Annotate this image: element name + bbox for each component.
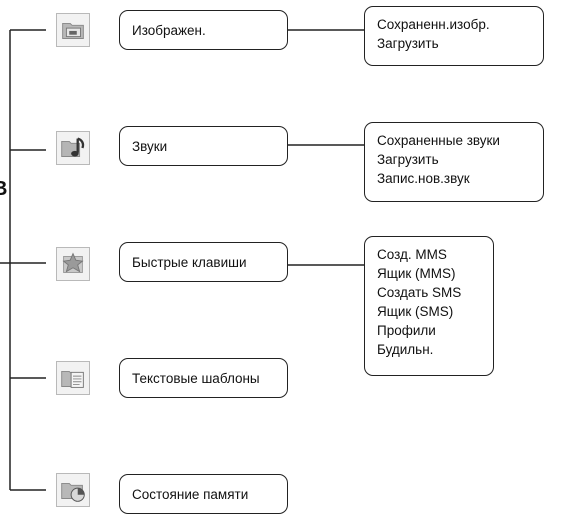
menu-item-text-templates[interactable]: Текстовые шаблоны — [119, 358, 288, 398]
submenu-item[interactable]: Будильн. — [377, 342, 434, 357]
menu-item-label: Звуки — [132, 138, 168, 154]
submenu-item[interactable]: Сохраненные звуки — [377, 133, 500, 148]
folder-image-icon[interactable] — [56, 13, 90, 47]
submenu-item[interactable]: Сохраненн.изобр. — [377, 17, 490, 32]
submenu-item[interactable]: Запис.нов.звук — [377, 171, 470, 186]
menu-item-label: Изображен. — [132, 22, 206, 38]
submenu-images: Сохраненн.изобр. Загрузить — [364, 6, 544, 66]
submenu-item[interactable]: Созд. MMS — [377, 247, 447, 262]
submenu-item[interactable]: Ящик (SMS) — [377, 304, 454, 319]
menu-item-label: Быстрые клавиши — [132, 254, 247, 270]
menu-item-label: Текстовые шаблоны — [132, 370, 260, 386]
folder-music-icon[interactable] — [56, 131, 90, 165]
submenu-item[interactable]: Профили — [377, 323, 436, 338]
submenu-shortcuts: Созд. MMS Ящик (MMS) Создать SMS Ящик (S… — [364, 236, 494, 376]
menu-item-shortcuts[interactable]: Быстрые клавиши — [119, 242, 288, 282]
edge-letter: В — [0, 178, 8, 200]
submenu-item[interactable]: Ящик (MMS) — [377, 266, 456, 281]
submenu-item[interactable]: Загрузить — [377, 36, 439, 51]
star-shortcuts-icon[interactable] — [56, 247, 90, 281]
menu-item-sounds[interactable]: Звуки — [119, 126, 288, 166]
menu-item-memory-status[interactable]: Состояние памяти — [119, 474, 288, 514]
submenu-item[interactable]: Загрузить — [377, 152, 439, 167]
menu-item-label: Состояние памяти — [132, 486, 249, 502]
submenu-sounds: Сохраненные звуки Загрузить Запис.нов.зв… — [364, 122, 544, 202]
folder-pie-icon[interactable] — [56, 473, 90, 507]
submenu-item[interactable]: Создать SMS — [377, 285, 462, 300]
menu-item-images[interactable]: Изображен. — [119, 10, 288, 50]
folder-document-icon[interactable] — [56, 361, 90, 395]
